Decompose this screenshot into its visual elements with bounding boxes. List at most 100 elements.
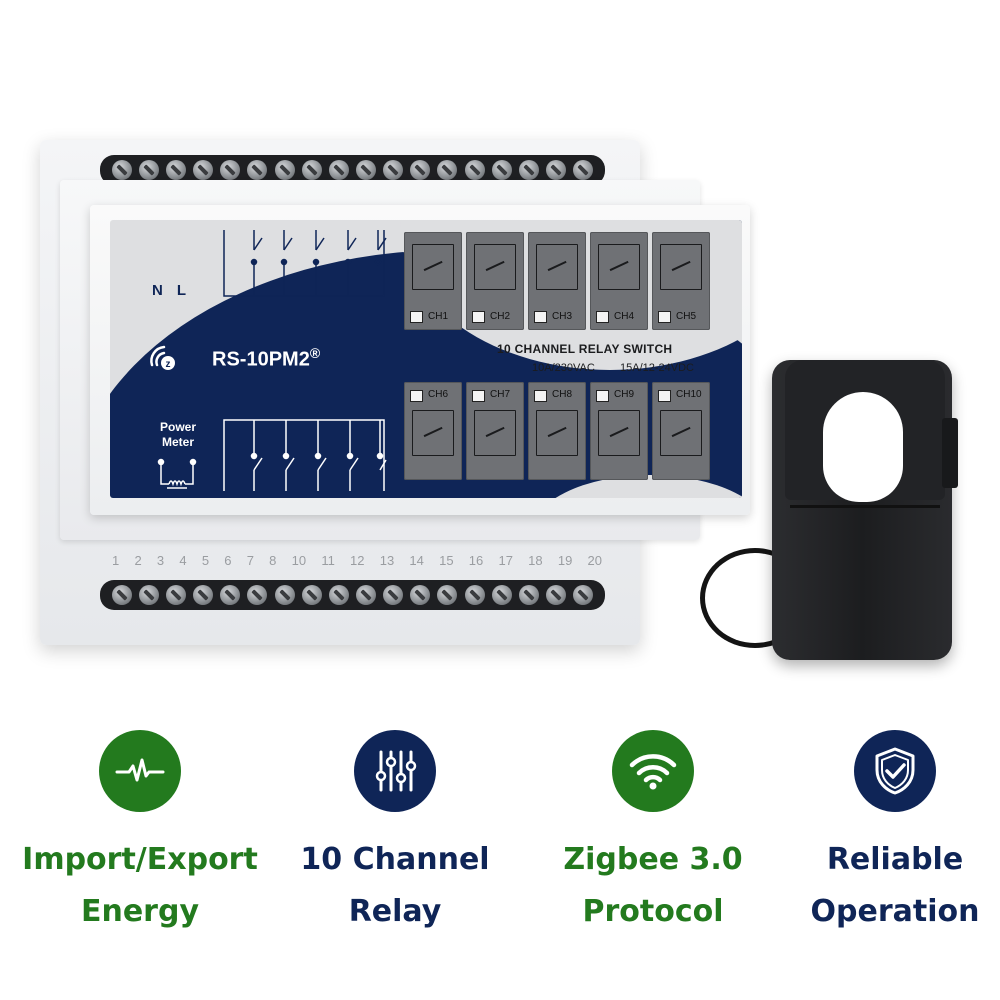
nl-terminal-label: NL [152, 282, 200, 299]
ct-clamp-clip [942, 418, 958, 488]
feature-zigbee-line2: Protocol [582, 894, 724, 929]
terminal-screw [111, 585, 132, 605]
sliders-icon [354, 730, 436, 812]
relay-channel-label: CH10 [676, 389, 702, 400]
terminal-screw [247, 160, 268, 180]
relay-channel-label: CH6 [428, 389, 449, 400]
relay-block-ch7: CH7 [466, 382, 524, 480]
relay-coil-icon [412, 410, 454, 456]
relay-indicator [410, 311, 423, 323]
terminal-number: 14 [409, 553, 424, 568]
relay-channel-label: CH3 [552, 311, 573, 322]
feature-relay: 10 Channel Relay [270, 720, 520, 938]
relay-coil-icon [536, 244, 578, 290]
terminal-screw [301, 585, 322, 605]
terminal-number: 19 [557, 553, 573, 568]
relay-coil-icon [536, 410, 578, 456]
relay-block-ch3: CH3 [528, 232, 586, 330]
relay-indicator [472, 390, 485, 402]
terminal-screw [464, 160, 485, 180]
relay-block-ch1: CH1 [404, 232, 462, 330]
l-label: L [176, 282, 201, 299]
feature-reliable-label: Reliable Operation [770, 834, 1000, 938]
feature-zigbee: Zigbee 3.0 Protocol [528, 720, 778, 938]
terminal-number: 8 [269, 553, 277, 568]
terminal-number: 5 [201, 553, 210, 568]
terminal-number: 20 [587, 553, 602, 568]
terminal-screw [383, 585, 404, 605]
terminal-number: 4 [179, 553, 187, 568]
terminal-screw [138, 585, 159, 605]
relay-coil-icon [474, 244, 516, 290]
relay-coil-icon [660, 410, 702, 456]
relay-diagram-top [223, 230, 387, 297]
n-label: N [152, 282, 177, 299]
terminal-screw [247, 585, 268, 605]
spec-dc: 15A/12-24VDC [620, 362, 694, 374]
terminal-screw [165, 585, 186, 605]
terminal-screw [491, 160, 512, 180]
terminal-screw [410, 585, 431, 605]
relay-block-ch4: CH4 [590, 232, 648, 330]
terminal-screw [274, 585, 295, 605]
relay-indicator [658, 390, 671, 402]
feature-energy-label: Import/Export Energy [15, 834, 265, 938]
spec-ac: 10A/230VAC [532, 362, 595, 374]
terminal-screw [193, 160, 214, 180]
relay-channel-label: CH4 [614, 311, 635, 322]
feature-zigbee-label: Zigbee 3.0 Protocol [528, 834, 778, 938]
terminal-screw [546, 160, 567, 180]
terminal-number: 16 [468, 553, 484, 568]
relay-block-ch2: CH2 [466, 232, 524, 330]
terminal-screw [301, 160, 322, 180]
terminal-screw [328, 585, 349, 605]
terminal-screw [328, 160, 349, 180]
terminal-screw [355, 160, 376, 180]
ct-cable [700, 548, 810, 648]
relay-block-ch5: CH5 [652, 232, 710, 330]
product-image: NL z RS-10PM2® Power Meter [0, 0, 1000, 700]
feature-reliable-line2: Operation [810, 894, 980, 929]
terminal-screw [437, 160, 458, 180]
relay-indicator [534, 390, 547, 402]
terminal-number: 11 [321, 553, 335, 568]
wifi-icon [612, 730, 694, 812]
feature-relay-label: 10 Channel Relay [270, 834, 520, 938]
relay-indicator [596, 390, 609, 402]
terminal-screw [383, 160, 404, 180]
ct-clamp-seam [790, 505, 940, 508]
relay-channel-label: CH8 [552, 389, 573, 400]
pulse-icon [99, 730, 181, 812]
feature-relay-line2: Relay [348, 894, 442, 929]
model-text: RS-10PM2 [212, 348, 310, 371]
terminal-screw [518, 160, 539, 180]
terminal-number: 13 [379, 553, 395, 568]
relay-indicator [410, 390, 423, 402]
terminal-screw [410, 160, 431, 180]
terminal-screw [138, 160, 159, 180]
relay-indicator [596, 311, 609, 323]
feature-reliable-line1: Reliable [826, 842, 964, 877]
relay-coil-icon [598, 244, 640, 290]
terminal-number: 15 [439, 553, 454, 568]
terminal-screw [220, 160, 241, 180]
terminal-number: 1 [112, 553, 120, 568]
feature-reliable: Reliable Operation [770, 720, 1000, 938]
terminal-screw [518, 585, 539, 605]
terminal-number: 12 [350, 553, 365, 568]
relay-channel-label: CH5 [676, 311, 697, 322]
relay-channel-label: CH1 [428, 311, 449, 322]
terminal-screw [274, 160, 295, 180]
relay-channel-label: CH9 [614, 389, 635, 400]
terminal-number: 6 [224, 553, 232, 568]
ct-clamp-hole [823, 392, 903, 502]
model-name: RS-10PM2® [212, 345, 320, 372]
relay-indicator [472, 311, 485, 323]
svg-text:z: z [166, 359, 171, 370]
relay-coil-icon [412, 244, 454, 290]
zigbee-logo-icon: z [142, 335, 186, 379]
terminal-number: 7 [246, 553, 254, 568]
terminal-screw [165, 160, 186, 180]
relay-coil-icon [660, 244, 702, 290]
